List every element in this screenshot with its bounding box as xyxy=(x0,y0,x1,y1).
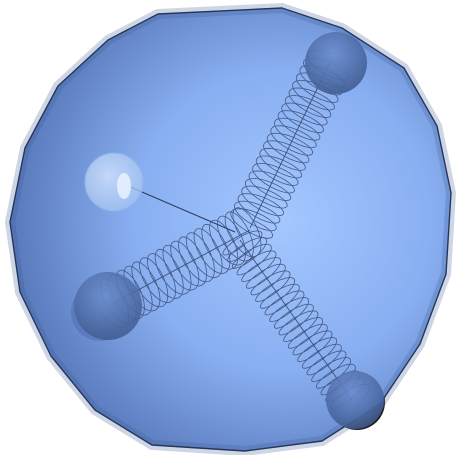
ball-left-light-highlight xyxy=(117,173,131,199)
ball-bottom-right xyxy=(326,371,384,429)
ball-top-right xyxy=(305,32,367,94)
ball-left-light xyxy=(85,153,143,211)
ball-bottom-left xyxy=(74,272,142,340)
